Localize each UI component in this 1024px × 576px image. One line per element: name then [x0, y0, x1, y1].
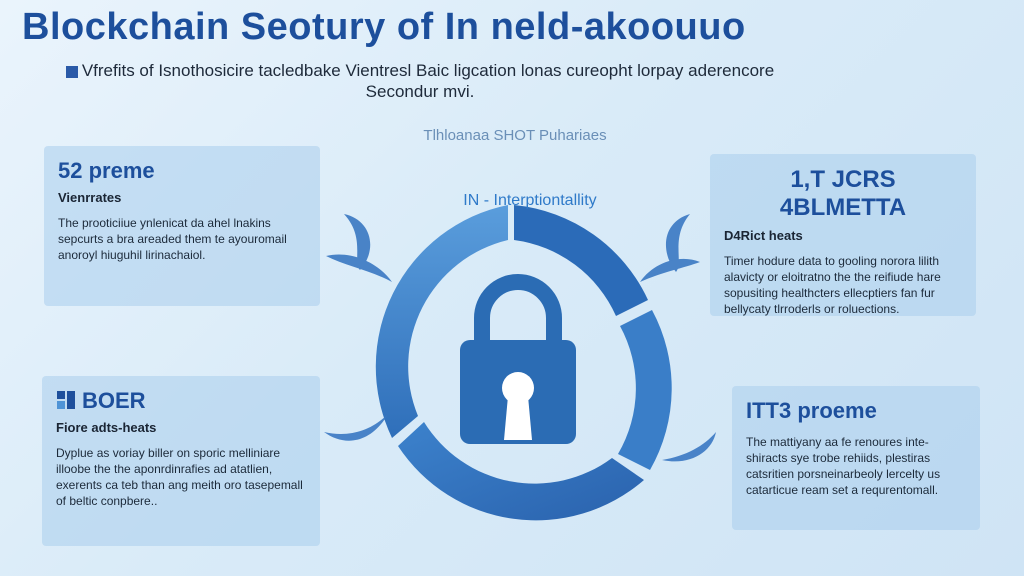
- card-heading-row: BOER: [56, 388, 306, 414]
- ring-segment-bottom: [398, 422, 644, 521]
- ring-segment-left: [375, 205, 508, 438]
- card-body: The mattiyany aa fe renoures inte-shirac…: [746, 435, 941, 497]
- ring-segment-top-right: [514, 205, 648, 316]
- card-body: Timer hodure data to gooling norora lili…: [724, 254, 941, 316]
- page-title: Blockchain Seotury of In neld-akoouuo: [22, 6, 746, 48]
- card-subheading: Fiore adts-heats: [56, 420, 157, 435]
- swoosh-arrow-icon: [324, 214, 716, 462]
- card-heading: ITT3 proeme: [746, 398, 877, 423]
- info-card-top-right: 1,T JCRS 4BLMETTA D4Rict heats Timer hod…: [710, 154, 976, 316]
- blocks-icon: [57, 391, 75, 409]
- card-heading: 52 preme: [58, 158, 155, 183]
- info-card-bottom-right: ITT3 proeme The mattiyany aa fe renoures…: [732, 386, 980, 530]
- info-card-bottom-left: BOER Fiore adts-heats Dyplue as voriay b…: [42, 376, 320, 546]
- card-heading: 1,T JCRS 4BLMETTA: [779, 166, 907, 221]
- padlock-icon: [460, 274, 576, 444]
- info-card-top-left: 52 preme Vienrrates The prooticiiue ynle…: [44, 146, 320, 306]
- card-body: Dyplue as voriay biller on sporic mellin…: [56, 446, 303, 508]
- ring-segments: [375, 205, 672, 521]
- ring-segment-right: [618, 310, 672, 470]
- subtitle-text: Vfrefits of Isnothosicire tacledbake Vie…: [81, 61, 775, 101]
- subtitle-bullet-icon: [65, 65, 78, 78]
- page-subtitle: Vfrefits of Isnothosicire tacledbake Vie…: [40, 60, 800, 102]
- card-heading: BOER: [82, 388, 146, 413]
- card-subheading: Vienrrates: [58, 190, 122, 205]
- center-caption: Tlhloanaa SHOT Puhariaes: [423, 127, 607, 144]
- card-subheading: D4Rict heats: [724, 228, 803, 243]
- center-label: IN - Interptiontallity: [463, 192, 597, 209]
- card-body: The prooticiiue ynlenicat da ahel lnakin…: [58, 216, 287, 262]
